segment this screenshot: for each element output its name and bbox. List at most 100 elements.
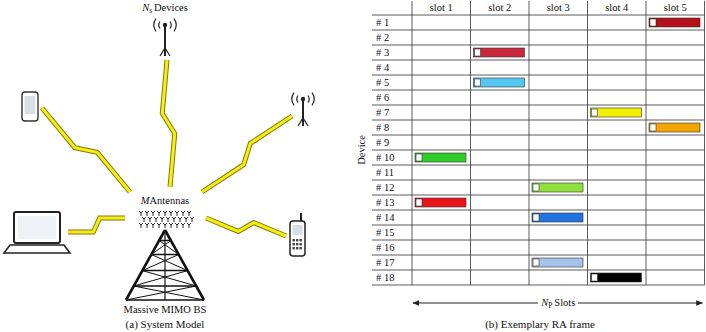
- axis-label: Device: [356, 135, 368, 165]
- label-text: # 6: [376, 92, 389, 103]
- slot-header: slot 5: [664, 2, 687, 14]
- subscript: P: [548, 301, 552, 310]
- label-text: N: [541, 297, 548, 308]
- label-text: (a) System Model: [126, 318, 205, 330]
- device-index: # 10: [376, 152, 394, 164]
- device-index: # 13: [376, 197, 394, 209]
- label-text: slot 1: [430, 2, 453, 13]
- laptop-icon: [4, 212, 70, 253]
- packet-bar: [474, 48, 525, 57]
- lightning-links: [42, 60, 292, 236]
- device-index: # 14: [376, 212, 394, 224]
- device-index: # 6: [376, 92, 389, 104]
- label-text: # 11: [376, 167, 394, 178]
- label-text: N: [142, 2, 149, 13]
- preamble-box: [592, 109, 598, 116]
- label-text: # 15: [376, 227, 394, 238]
- device-index: # 12: [376, 182, 394, 194]
- label-text: # 16: [376, 242, 394, 253]
- label-text: (b) Exemplary RA frame: [485, 318, 595, 330]
- label-text: # 2: [376, 32, 389, 43]
- label-text: # 3: [376, 47, 389, 58]
- slot-header: slot 2: [488, 2, 511, 14]
- packet-bar: [649, 123, 700, 132]
- lightning-bolt: [206, 218, 286, 236]
- preamble-box: [650, 19, 656, 26]
- label-text: slot 5: [664, 2, 687, 13]
- antenna-device: [292, 93, 315, 126]
- smartphone-icon: [22, 92, 38, 121]
- device-index: # 7: [376, 107, 389, 119]
- label-text: slot 4: [605, 2, 628, 13]
- preamble-box: [533, 259, 539, 266]
- packet-bar: [532, 258, 583, 267]
- packet-bar: [591, 273, 642, 282]
- label-text: slot 3: [547, 2, 570, 13]
- packets: [415, 18, 700, 282]
- device-index: # 8: [376, 122, 389, 134]
- device-index: # 16: [376, 242, 394, 254]
- device-index: # 18: [376, 272, 394, 284]
- label-text: # 12: [376, 182, 394, 193]
- device-index: # 1: [376, 17, 389, 29]
- lightning-bolt: [162, 60, 174, 187]
- label-text: # 13: [376, 197, 394, 208]
- label-text: # 8: [376, 122, 389, 133]
- label-text: slot 2: [488, 2, 511, 13]
- antenna-device: [154, 19, 177, 56]
- device-index: # 3: [376, 47, 389, 59]
- lightning-outline: [42, 108, 130, 192]
- label-text: # 9: [376, 137, 389, 148]
- preamble-box: [533, 184, 539, 191]
- label-text: # 4: [376, 62, 389, 73]
- label-text: # 5: [376, 77, 389, 88]
- packet-bar: [649, 18, 700, 27]
- lightning-outline: [206, 218, 286, 236]
- label-text: # 10: [376, 152, 394, 163]
- device-index: # 4: [376, 62, 389, 74]
- label-text: # 14: [376, 212, 394, 223]
- preamble-box: [533, 214, 539, 221]
- caption: (a) System Model: [126, 318, 205, 331]
- frame-grid: [372, 1, 705, 285]
- preamble-box: [475, 49, 481, 56]
- slot-header: slot 1: [430, 2, 453, 14]
- device-index: # 9: [376, 137, 389, 149]
- lightning-bolt: [202, 116, 292, 192]
- lightning-bolt: [42, 108, 130, 192]
- preamble-box: [475, 79, 481, 86]
- tower-lattice: [126, 230, 204, 300]
- label-text: Massive MIMO BS: [124, 304, 207, 315]
- label-text: Antennas: [150, 195, 190, 206]
- preamble-box: [416, 199, 422, 206]
- device-count-label: NsDevices: [142, 2, 188, 15]
- label-text: # 17: [376, 257, 394, 268]
- label-text: # 7: [376, 107, 389, 118]
- lightning-outline: [202, 116, 292, 192]
- device-index: # 5: [376, 77, 389, 89]
- packet-bar: [532, 183, 583, 192]
- packet-bar: [591, 108, 642, 117]
- device-index: # 15: [376, 227, 394, 239]
- device-index: # 2: [376, 32, 389, 44]
- device-index: # 17: [376, 257, 394, 269]
- lightning-outline: [68, 218, 125, 232]
- label-text: # 18: [376, 272, 394, 283]
- label-text: Device: [356, 135, 367, 165]
- preamble-box: [650, 124, 656, 131]
- antenna-label: MAntennas: [141, 195, 189, 207]
- device-index: # 11: [376, 167, 394, 179]
- span-label: NPSlots: [538, 297, 578, 310]
- slot-header: slot 3: [547, 2, 570, 14]
- caption: (b) Exemplary RA frame: [485, 318, 595, 331]
- cellphone-icon: [290, 213, 305, 256]
- label-text: # 1: [376, 17, 389, 28]
- label-text: Slots: [554, 297, 575, 308]
- packet-bar: [532, 213, 583, 222]
- packet-bar: [474, 78, 525, 87]
- label-text: Devices: [154, 2, 188, 13]
- antenna-array: [139, 211, 194, 228]
